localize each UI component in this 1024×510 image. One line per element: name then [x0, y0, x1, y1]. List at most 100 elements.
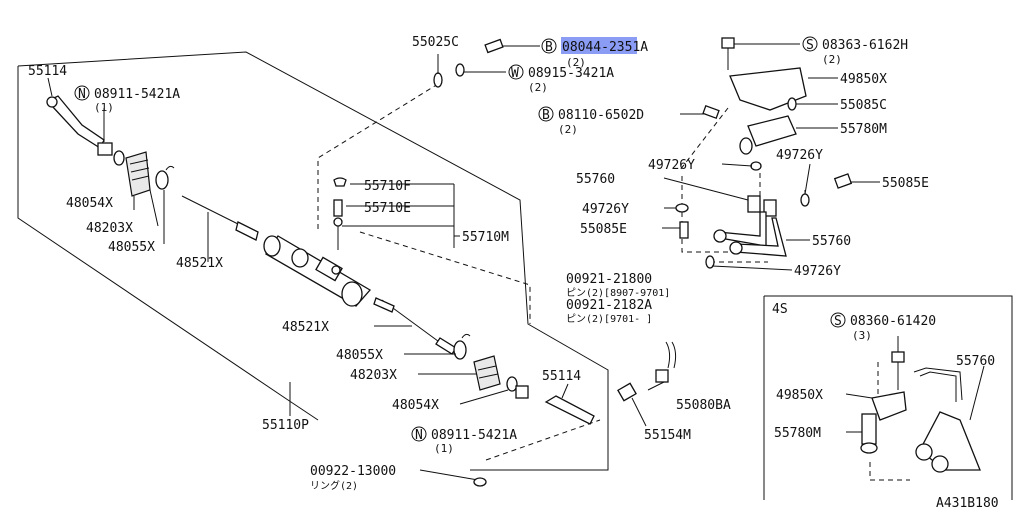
bolt-55085E-b	[679, 221, 689, 239]
label-55114-b[interactable]: 55114	[542, 369, 581, 384]
label-55154M[interactable]: 55154M	[644, 428, 691, 443]
search-highlight	[561, 37, 637, 54]
label-08363[interactable]: 08363-6162H	[822, 38, 908, 53]
washer-49726Y-d	[705, 255, 715, 269]
label-55085C[interactable]: 55085C	[840, 98, 887, 113]
label-49850X-b[interactable]: 49850X	[776, 388, 823, 403]
label-08044-highlighted: 08044-235	[562, 40, 632, 55]
banjo-left	[747, 195, 761, 213]
label-55080BA[interactable]: 55080BA	[676, 398, 731, 413]
prefix-s-08363	[802, 36, 818, 52]
label-49726Y-d[interactable]: 49726Y	[794, 264, 841, 279]
label-00922[interactable]: 00922-13000	[310, 464, 396, 479]
washer-55085C	[787, 97, 797, 111]
clip-left	[155, 170, 169, 190]
inset-4s	[763, 295, 1013, 500]
label-49726Y-a[interactable]: 49726Y	[648, 158, 695, 173]
left-tie-rod-parts	[46, 95, 259, 241]
label-08044[interactable]: 08044-2351A	[562, 40, 648, 55]
bracket-assembly	[433, 37, 853, 269]
label-55085E-b[interactable]: 55085E	[580, 222, 627, 237]
clip-55710F	[333, 177, 347, 187]
label-48203X-a[interactable]: 48203X	[86, 221, 133, 236]
qty-08915: (2)	[528, 81, 548, 94]
label-00921-2182A[interactable]: 00921-2182A	[566, 298, 652, 313]
label-48521X-b[interactable]: 48521X	[282, 320, 329, 335]
label-00921-21800[interactable]: 00921-21800	[566, 272, 652, 287]
label-48055X-a[interactable]: 48055X	[108, 240, 155, 255]
label-55114-a[interactable]: 55114	[28, 64, 67, 79]
label-08110[interactable]: 08110-6502D	[558, 108, 644, 123]
inner-rod-end-left	[235, 221, 259, 241]
label-55760-c[interactable]: 55760	[956, 354, 995, 369]
label-55760-a[interactable]: 55760	[576, 172, 615, 187]
prefix-n-08911-a-letter: N	[78, 87, 86, 102]
diagram-code: A431B180	[936, 496, 999, 510]
prefix-b-08044-letter: B	[545, 40, 553, 55]
label-55780M-b[interactable]: 55780M	[774, 426, 821, 441]
washer-08915	[455, 63, 465, 77]
washer-55025C	[433, 72, 443, 88]
label-48054X-a[interactable]: 48054X	[66, 196, 113, 211]
note-00921-2182A: ピン(2)[9701- ]	[566, 313, 652, 325]
label-55780M[interactable]: 55780M	[840, 122, 887, 137]
prefix-b-08110	[538, 106, 554, 122]
qty-08360: (3)	[852, 329, 872, 342]
prefix-w-08915	[508, 64, 524, 80]
label-55085E-a[interactable]: 55085E	[882, 176, 929, 191]
label-55710E[interactable]: 55710E	[364, 201, 411, 216]
label-48521X-a[interactable]: 48521X	[176, 256, 223, 271]
nut-right	[515, 385, 529, 399]
part-labels: 55025C 08044-2351A (2) 08915-3421A (2) 0…	[28, 35, 999, 510]
bolt-08360	[891, 351, 905, 363]
bolt-08044	[484, 38, 504, 54]
damper-55780M	[747, 115, 797, 147]
label-49726Y-b[interactable]: 49726Y	[776, 148, 823, 163]
rack-housing	[263, 177, 457, 355]
boot-left	[125, 151, 151, 197]
bracket-49850X-b	[871, 391, 907, 421]
label-49850X[interactable]: 49850X	[840, 72, 887, 87]
label-08911-a[interactable]: 08911-5421A	[94, 87, 180, 102]
ring-right	[506, 376, 518, 392]
label-48203X-b[interactable]: 48203X	[350, 368, 397, 383]
qty-08363: (2)	[822, 53, 842, 66]
prefix-markers: B W S B N N S	[74, 36, 846, 443]
assembly-outline	[17, 51, 609, 471]
label-55760-b[interactable]: 55760	[812, 234, 851, 249]
label-08915[interactable]: 08915-3421A	[528, 66, 614, 81]
label-49726Y-c[interactable]: 49726Y	[582, 202, 629, 217]
bolt-08363	[721, 37, 735, 49]
note-00921-21800: ピン(2)[8907-9701]	[566, 287, 670, 299]
bolt-55085E-a	[833, 173, 853, 189]
prefix-n-08911-b	[411, 426, 427, 442]
qty-08911-b: (1)	[434, 442, 454, 455]
prefix-b-08110-letter: B	[542, 108, 550, 123]
nut-55080BA	[655, 369, 669, 383]
bolt-55710E	[333, 199, 343, 217]
washer-49726Y-a	[750, 161, 762, 171]
label-55710F[interactable]: 55710F	[364, 179, 411, 194]
ring-00922	[473, 477, 487, 487]
qty-08911-a: (1)	[94, 101, 114, 114]
label-55110P[interactable]: 55110P	[262, 418, 309, 433]
label-55710M[interactable]: 55710M	[462, 230, 509, 245]
damper-55780M-b	[861, 413, 877, 445]
nut-left	[97, 142, 113, 156]
leader-lines	[47, 43, 985, 487]
label-08360[interactable]: 08360-61420	[850, 314, 936, 329]
label-08911-b[interactable]: 08911-5421A	[431, 428, 517, 443]
label-48054X-b[interactable]: 48054X	[392, 398, 439, 413]
bolt-08110	[702, 105, 720, 119]
prefix-s-08360-letter: S	[834, 314, 842, 329]
label-48055X-b[interactable]: 48055X	[336, 348, 383, 363]
ball-joint-left	[46, 96, 58, 108]
label-55025C[interactable]: 55025C	[412, 35, 459, 50]
prefix-s-08360	[830, 312, 846, 328]
boot-right	[473, 355, 501, 391]
clip-right	[453, 340, 467, 360]
prefix-n-08911-b-letter: N	[415, 428, 423, 443]
ring-left	[113, 150, 125, 166]
prefix-w-08915-letter: W	[511, 66, 519, 81]
